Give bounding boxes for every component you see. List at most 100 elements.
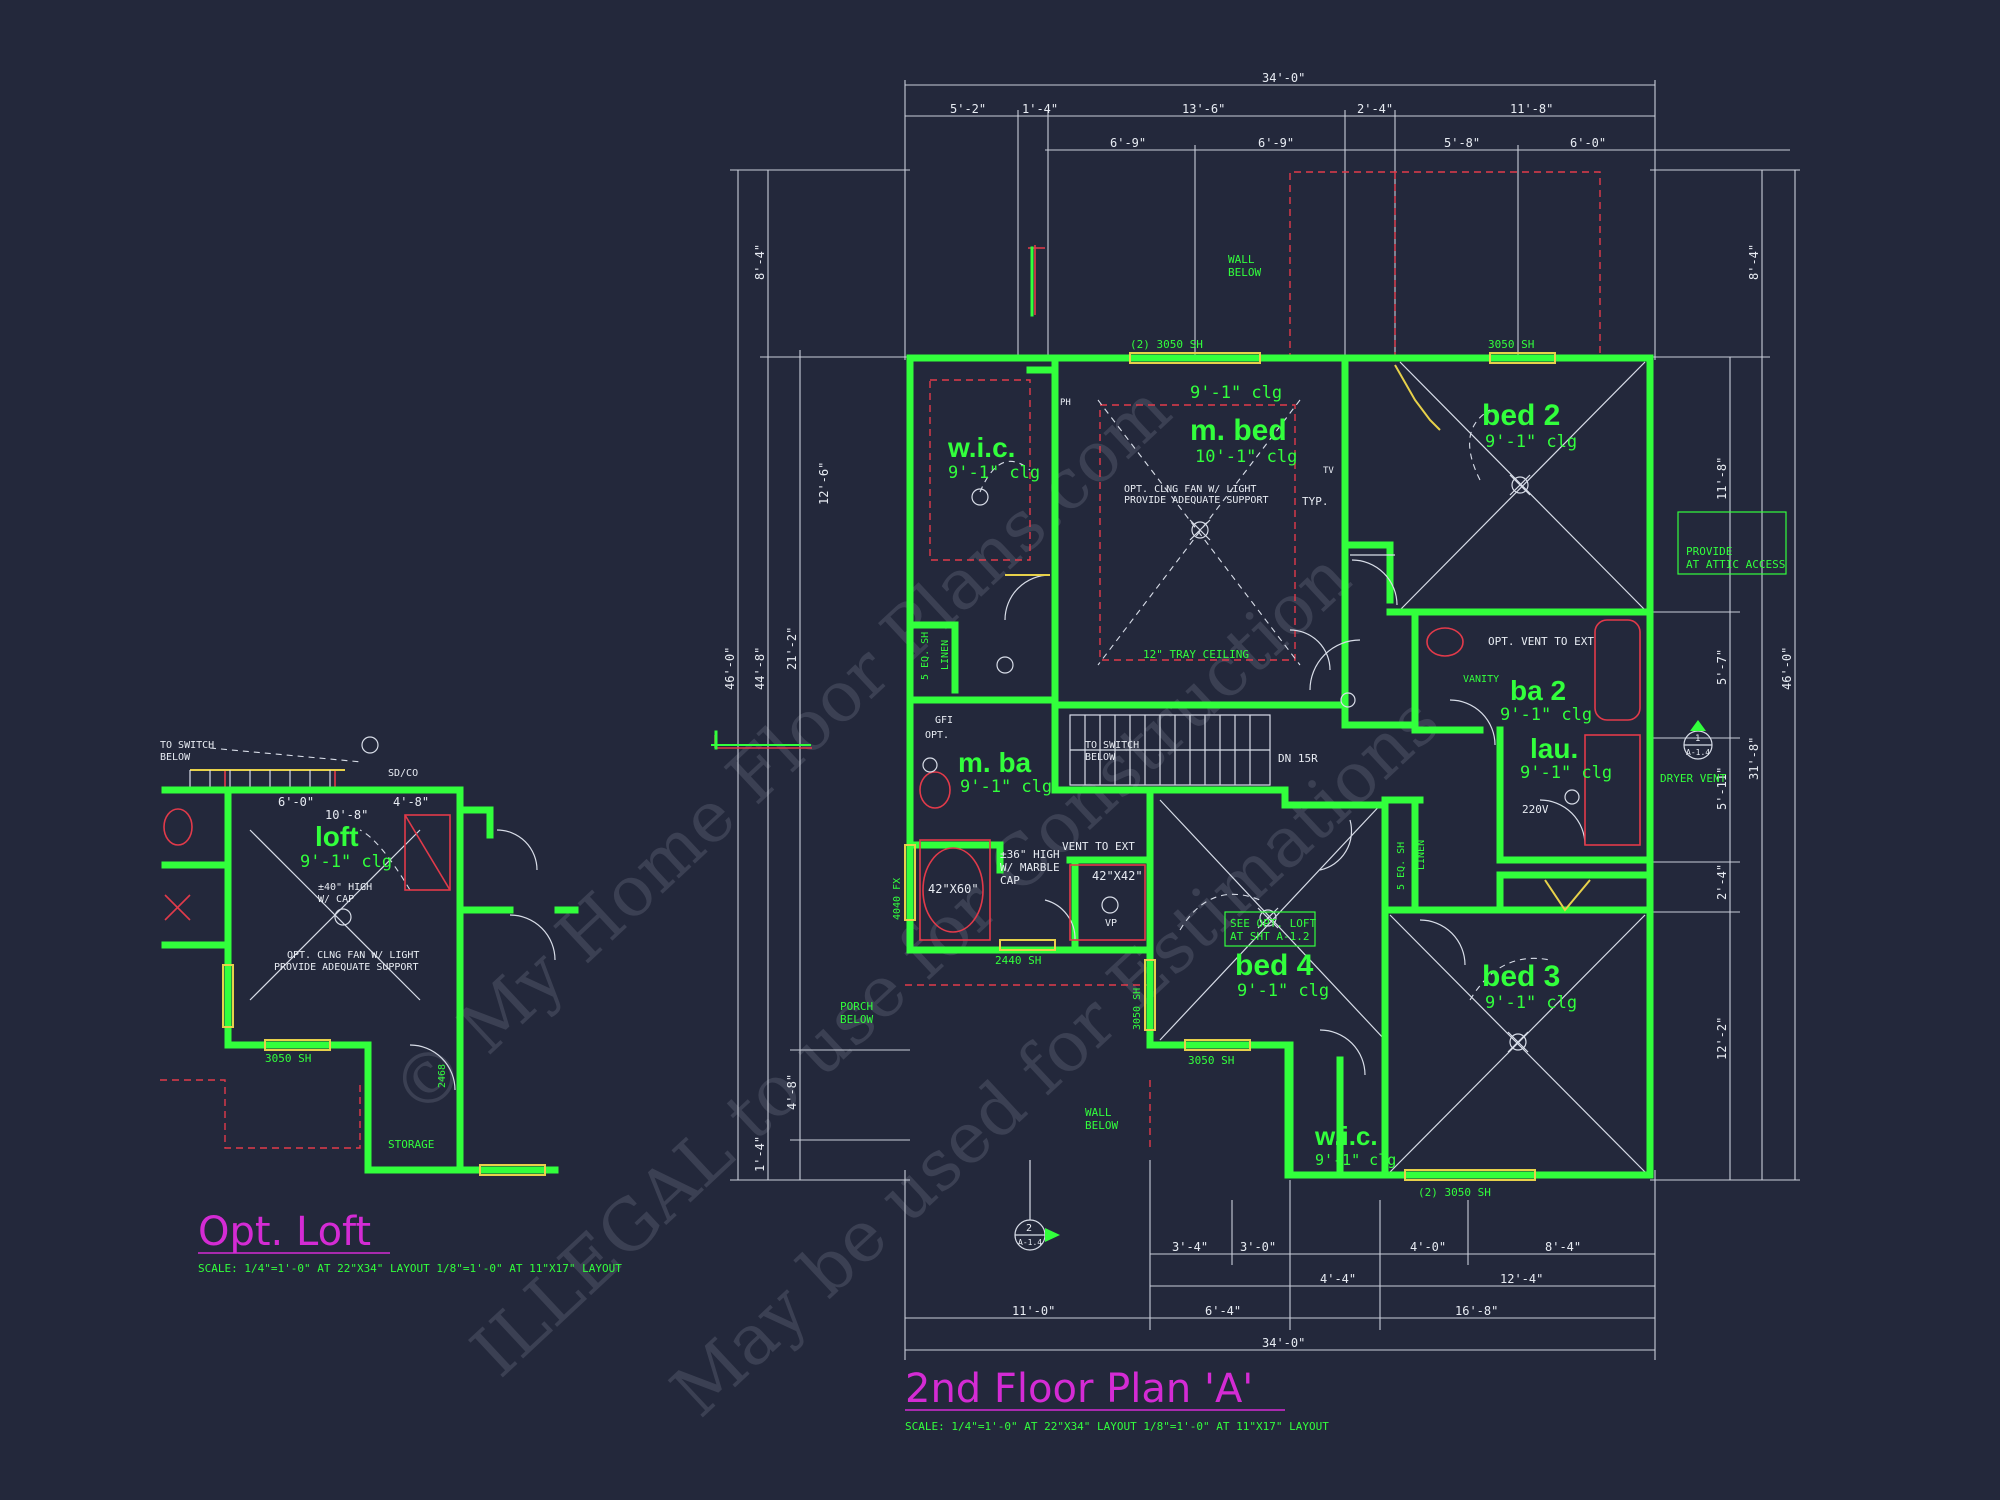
dim-top-b: 1'-4": [1022, 102, 1058, 116]
dim-bot-b: 3'-0": [1240, 1240, 1276, 1254]
note-attic-1: PROVIDE: [1686, 545, 1732, 558]
dim-right-b: 31'-8": [1747, 737, 1761, 780]
dim-top-a: 5'-2": [950, 102, 986, 116]
note-dn: DN 15R: [1278, 752, 1318, 765]
label-window-bed4-bottom: 3050 SH: [1188, 1054, 1234, 1067]
plan-title: 2nd Floor Plan 'A': [905, 1366, 1253, 1412]
note-switch-1: TO SWITCH: [1085, 740, 1139, 751]
dim-right-e: 5'-11": [1715, 767, 1729, 810]
window-bed4-bottom: [1184, 1039, 1251, 1051]
label-window-mbath: 2440 SH: [995, 954, 1041, 967]
note-linen-hall: LINEN: [1416, 840, 1427, 870]
note-porch-1: PORCH: [840, 1000, 873, 1013]
room-loft: loft: [315, 821, 359, 852]
loft-note-support: PROVIDE ADEQUATE SUPPORT: [274, 962, 419, 973]
note-220v: 220V: [1522, 803, 1549, 816]
dim-right-c: 11'-8": [1715, 457, 1729, 500]
dim-top-c: 13'-6": [1182, 102, 1225, 116]
note-linen-master: LINEN: [940, 640, 951, 670]
note-wall-below-2: BELOW: [1228, 266, 1261, 279]
note-gfi: GFI: [935, 715, 953, 726]
room-master-bath: m. ba: [958, 747, 1032, 778]
loft-note-switch-1: TO SWITCH: [160, 740, 214, 751]
dim-bot-i: 16'-8": [1455, 1304, 1498, 1318]
room-master-bed: m. bed: [1190, 414, 1287, 447]
window-bed3-bottom: [1404, 1169, 1536, 1181]
note-wall2-1: WALL: [1085, 1106, 1112, 1119]
label-window-master-top: (2) 3050 SH: [1130, 338, 1203, 351]
dim-left-d: 21'-2": [785, 627, 799, 670]
note-tub-size: 42"X60": [928, 882, 979, 896]
loft-note-switch-2: BELOW: [160, 752, 191, 763]
loft-note-window: 3050 SH: [265, 1052, 311, 1065]
master-toilet: [919, 771, 951, 809]
note-vp: VP: [1105, 918, 1117, 929]
ceiling-lines: [979, 361, 1646, 1173]
fixtures: [919, 619, 1641, 941]
dim-bot-g: 11'-0": [1012, 1304, 1055, 1318]
interior-walls: [906, 356, 1654, 1179]
section-num-right: 1: [1695, 734, 1700, 744]
note-vent-ext-2: VENT TO EXT: [1062, 840, 1135, 853]
dim-left-e: 4'-8": [785, 1074, 799, 1110]
plan-notes: WALL BELOW PROVIDE AT ATTIC ACCESS OPT. …: [840, 253, 1787, 1132]
dim-top-e: 11'-8": [1510, 102, 1553, 116]
room-laundry-clg: 9'-1" clg: [1520, 763, 1612, 783]
walls-below-hidden: [714, 171, 1601, 1150]
room-bed2-clg: 9'-1" clg: [1485, 432, 1577, 452]
note-wall-below-1: WALL: [1228, 253, 1255, 266]
dim-top-g: 6'-9": [1258, 136, 1294, 150]
window-bed4-side: [1144, 959, 1156, 1031]
room-bed2: bed 2: [1482, 399, 1560, 432]
room-wic-master-clg: 9'-1" clg: [948, 463, 1040, 483]
dim-bot-e: 4'-4": [1320, 1272, 1356, 1286]
master-tub: [922, 847, 984, 933]
loft-note-door: 2468: [437, 1064, 448, 1088]
label-window-bed4-side: 3050 SH: [1132, 988, 1143, 1030]
note-tv: TV: [1323, 466, 1334, 476]
note-see-loft-2: AT SHT A-1.2: [1230, 930, 1309, 943]
section-num-bottom: 2: [1026, 1223, 1032, 1234]
dimension-lines: 34'-0" 5'-2" 1'-4" 13'-6" 2'-4" 11'-8" 6…: [723, 71, 1800, 1360]
bath2-tub: [1594, 619, 1641, 721]
room-bed3: bed 3: [1482, 960, 1560, 993]
washer-dryer: [1584, 734, 1641, 846]
label-window-mbath-side: 4040 FX: [892, 878, 903, 920]
loft-title-block: Opt. Loft SCALE: 1/4"=1'-0" AT 22"X34" L…: [198, 1209, 622, 1275]
dim-right-f: 2'-4": [1715, 864, 1729, 900]
label-window-bed3-bottom: (2) 3050 SH: [1418, 1186, 1491, 1199]
room-master-bath-clg: 9'-1" clg: [960, 777, 1052, 797]
loft-note-storage: STORAGE: [388, 1138, 434, 1151]
loft-note-high-2: W/ CAP: [318, 894, 354, 905]
plan-title-block: 2nd Floor Plan 'A' SCALE: 1/4"=1'-0" AT …: [905, 1366, 1329, 1433]
ceiling-fans: [922, 474, 1580, 1053]
room-loft-clg: 9'-1" clg: [300, 852, 392, 872]
note-switch-2: BELOW: [1085, 752, 1116, 763]
note-opt: OPT.: [925, 730, 949, 741]
window-labels: (2) 3050 SH 3050 SH (2) 3050 SH 3050 SH …: [892, 338, 1534, 1199]
dim-top-overall: 34'-0": [1262, 71, 1305, 85]
note-attic-2: AT ATTIC ACCESS: [1686, 558, 1785, 571]
room-wic-master: w.i.c.: [947, 432, 1015, 463]
room-master-bed-clg: 10'-1" clg: [1195, 447, 1297, 467]
dim-left-c: 12'-6": [817, 462, 831, 505]
note-ph: PH: [1060, 398, 1071, 408]
window-mbath-side: [904, 844, 916, 921]
dim-bot-h: 6'-4": [1205, 1304, 1241, 1318]
loft-scale: SCALE: 1/4"=1'-0" AT 22"X34" LAYOUT 1/8"…: [198, 1262, 622, 1275]
room-master-bed-clg-top: 9'-1" clg: [1190, 383, 1282, 403]
loft-note-high-1: ±40" HIGH: [318, 882, 372, 893]
dim-top-f: 6'-9": [1110, 136, 1146, 150]
window-bed2-top: [1489, 352, 1556, 364]
bath2-sink: [1426, 627, 1464, 657]
loft-dim-3: 4'-8": [393, 795, 429, 809]
dim-top-d: 2'-4": [1357, 102, 1393, 116]
loft-plan: loft 9'-1" clg TO SWITCH BELOW SD/CO ±40…: [160, 736, 579, 1176]
dim-right-overall: 46'-0": [1780, 647, 1794, 690]
master-shower: [1069, 864, 1146, 941]
attic-access-box: [1677, 511, 1787, 575]
doors: [1004, 364, 1591, 1076]
dim-bot-f: 12'-4": [1500, 1272, 1543, 1286]
room-laundry: lau.: [1530, 733, 1578, 764]
note-see-loft-1: SEE OPT. LOFT: [1230, 917, 1316, 930]
